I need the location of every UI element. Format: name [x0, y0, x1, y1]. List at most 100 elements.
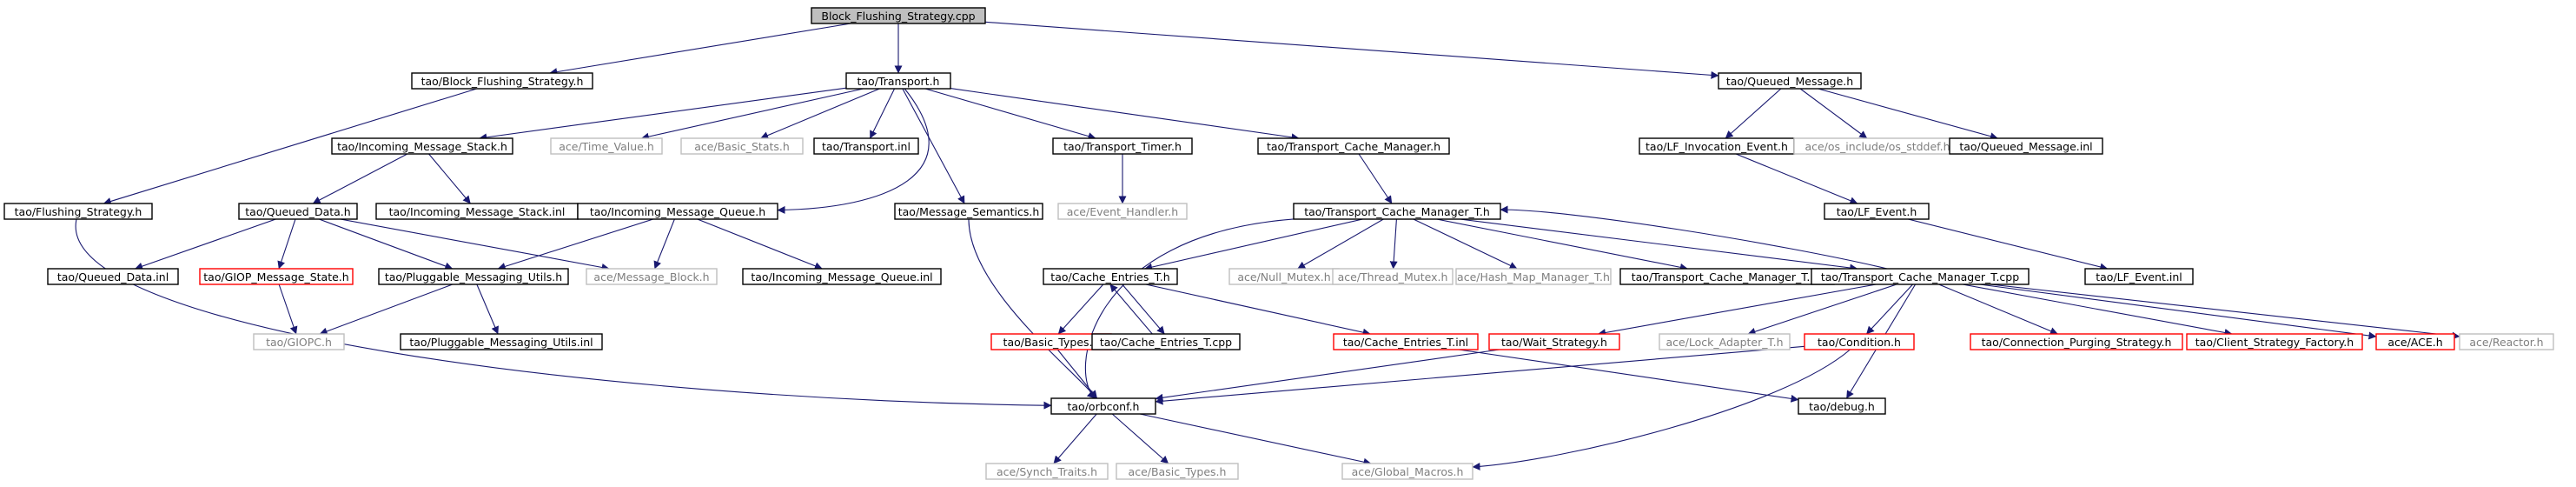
node-box — [411, 72, 593, 90]
edge — [1389, 218, 1398, 270]
edge-cache_entries_h-to-tao_basic_types — [1057, 284, 1104, 335]
node-label: tao/debug.h — [1809, 400, 1875, 413]
edge — [697, 218, 823, 270]
node-box — [1949, 137, 2103, 155]
node-label: tao/Transport_Cache_Manager_T.inl — [1632, 270, 1823, 284]
edge — [1979, 284, 2377, 340]
edge-tcmt_h-to-tcmt_cpp — [1460, 218, 1858, 272]
node-label: ace/Global_Macros.h — [1352, 465, 1464, 478]
node-lf-inv[interactable]: tao/LF_Invocation_Event.h — [1639, 137, 1795, 155]
node-cache-entries-inl[interactable]: tao/Cache_Entries_T.inl — [1333, 333, 1479, 350]
node-ims-h[interactable]: tao/Incoming_Message_Stack.h — [331, 137, 513, 155]
node-box — [1824, 203, 1930, 220]
edge — [1799, 88, 1868, 139]
node-box — [813, 137, 919, 155]
node-conn-purging[interactable]: tao/Connection_Purging_Strategy.h — [1970, 333, 2183, 350]
node-root[interactable]: Block_Flushing_Strategy.cpp — [811, 7, 986, 24]
node-label: tao/Cache_Entries_T.cpp — [1100, 336, 1232, 349]
edge — [1458, 349, 1799, 403]
edge-orbconf-to-synch_traits — [1053, 413, 1097, 464]
node-bfs-h[interactable]: tao/Block_Flushing_Strategy.h — [411, 72, 593, 90]
node-transport-inl[interactable]: tao/Transport.inl — [813, 137, 919, 155]
edge — [135, 218, 276, 270]
node-box — [1057, 203, 1188, 220]
node-imq-h[interactable]: tao/Incoming_Message_Queue.h — [577, 203, 778, 220]
node-label: tao/GIOP_Message_State.h — [203, 270, 348, 284]
node-queued-msg-h[interactable]: tao/Queued_Message.h — [1718, 72, 1862, 90]
edge-transport_h-to-transport_inl — [869, 88, 896, 139]
node-condition-h[interactable]: tao/Condition.h — [1804, 333, 1915, 350]
node-label: tao/Transport_Timer.h — [1063, 140, 1182, 153]
node-ace-h[interactable]: ace/ACE.h — [2375, 333, 2455, 350]
node-cache-entries-cpp[interactable]: tao/Cache_Entries_T.cpp — [1091, 333, 1241, 350]
node-lf-event-inl[interactable]: tao/LF_Event.inl — [2084, 268, 2194, 285]
edge-lf_event_h-to-lf_event_inl — [1908, 218, 2109, 271]
node-flushing-h[interactable]: tao/Flushing_Strategy.h — [3, 203, 153, 220]
node-pmu-inl[interactable]: tao/Pluggable_Messaging_Utils.inl — [400, 333, 603, 350]
node-tcmt-inl[interactable]: tao/Transport_Cache_Manager_T.inl — [1619, 268, 1835, 285]
edge-tcmt_cpp-to-condition_h — [1865, 284, 1914, 335]
node-debug-h[interactable]: tao/debug.h — [1798, 397, 1886, 415]
node-pmu-h[interactable]: tao/Pluggable_Messaging_Utils.h — [378, 268, 569, 285]
node-box — [1804, 333, 1915, 350]
node-label: tao/Flushing_Strategy.h — [15, 205, 142, 218]
edge — [319, 218, 454, 270]
edge — [1990, 284, 2460, 340]
edge-bfs_h-to-flushing_h — [103, 88, 477, 205]
node-box — [1116, 463, 1239, 480]
edge-ims_h-to-ims_inl — [428, 153, 471, 204]
node-label: tao/Cache_Entries_T.h — [1050, 270, 1169, 284]
node-wait-strategy[interactable]: tao/Wait_Strategy.h — [1488, 333, 1620, 350]
node-queued-msg-inl[interactable]: tao/Queued_Message.inl — [1949, 137, 2103, 155]
node-box — [811, 7, 986, 24]
node-queued-data-inl[interactable]: tao/Queued_Data.inl — [47, 268, 179, 285]
node-tcmt-cpp[interactable]: tao/Transport_Cache_Manager_T.cpp — [1811, 268, 2030, 285]
edge-queued_data_h-to-msg_block — [340, 218, 610, 271]
edge-tcm_h-to-tcmt_h — [1358, 153, 1393, 204]
edge — [1084, 218, 1295, 399]
node-label: tao/Cache_Entries_T.inl — [1343, 336, 1468, 349]
edge — [924, 88, 1096, 140]
node-queued-data-h[interactable]: tao/Queued_Data.h — [238, 203, 358, 220]
node-imq-inl[interactable]: tao/Incoming_Message_Queue.inl — [742, 268, 942, 285]
node-transport-timer[interactable]: tao/Transport_Timer.h — [1052, 137, 1193, 155]
edge-cache_entries_h-to-cache_entries_cpp — [1122, 284, 1165, 335]
edge — [640, 88, 864, 141]
node-lf-event-h[interactable]: tao/LF_Event.h — [1824, 203, 1930, 220]
node-orbconf[interactable]: tao/orbconf.h — [1050, 397, 1156, 415]
edge-tcmt_cpp-to-ace_h — [1979, 284, 2377, 340]
edge-tcmt_cpp-to-conn_purging — [1938, 284, 2058, 335]
node-label: ace/Message_Block.h — [593, 270, 709, 284]
node-client-strategy[interactable]: tao/Client_Strategy_Factory.h — [2186, 333, 2363, 350]
node-box — [680, 137, 804, 155]
edge-pmu_h-to-pmu_inl — [476, 284, 499, 335]
node-box — [1970, 333, 2183, 350]
node-box — [742, 268, 942, 285]
edge-queued_data_h-to-giop_state — [277, 218, 296, 270]
node-giop-state[interactable]: tao/GIOP_Message_State.h — [199, 268, 354, 285]
node-box — [1488, 333, 1620, 350]
node-msg-sem[interactable]: tao/Message_Semantics.h — [894, 203, 1043, 220]
node-box — [199, 268, 354, 285]
edge — [902, 88, 965, 204]
edge — [319, 284, 454, 336]
node-label: ace/Time_Value.h — [559, 140, 654, 153]
edge — [1297, 218, 1384, 270]
node-label: tao/LF_Invocation_Event.h — [1646, 140, 1788, 153]
node-tcmt-h[interactable]: tao/Transport_Cache_Manager_T.h — [1293, 203, 1501, 220]
edge-lf_inv-to-lf_event_h — [1735, 153, 1858, 204]
edge — [1056, 349, 1098, 399]
node-label: tao/Transport.inl — [822, 140, 911, 153]
node-os-stddef: ace/os_include/os_stddef.h — [1793, 137, 1962, 155]
edge — [950, 88, 1300, 142]
edge — [479, 87, 847, 142]
node-box — [894, 203, 1043, 220]
node-label: tao/Message_Semantics.h — [898, 205, 1040, 218]
edge — [312, 153, 408, 204]
node-tcm-h[interactable]: tao/Transport_Cache_Manager.h — [1257, 137, 1450, 155]
node-transport-h[interactable]: tao/Transport.h — [845, 72, 951, 90]
node-ims-inl[interactable]: tao/Incoming_Message_Stack.inl — [375, 203, 579, 220]
edge — [1818, 88, 1998, 141]
edge — [1145, 284, 1371, 337]
node-cache-entries-h[interactable]: tao/Cache_Entries_T.h — [1043, 268, 1178, 285]
